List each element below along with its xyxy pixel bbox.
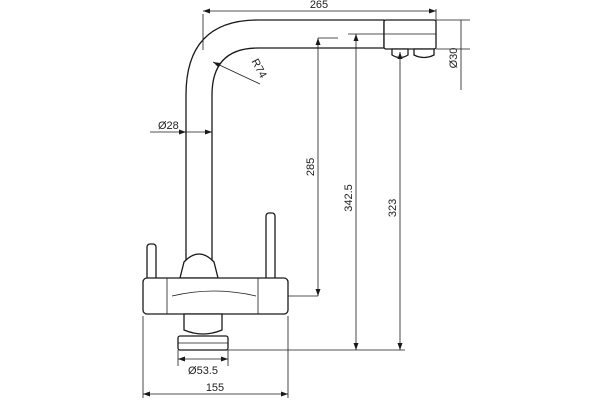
faucet-body xyxy=(142,277,289,315)
label-tube-diameter: Ø28 xyxy=(158,120,179,132)
label-base-diameter: Ø53.5 xyxy=(188,365,218,377)
dimension-lines xyxy=(142,8,470,398)
swivel-collar xyxy=(179,253,219,279)
label-reach: 265 xyxy=(310,0,328,11)
label-body-width: 155 xyxy=(206,382,224,394)
label-outlet-height: 285 xyxy=(305,158,317,176)
aerator-right xyxy=(413,48,435,59)
left-lever xyxy=(146,243,157,281)
label-spout-height: 323 xyxy=(387,199,399,217)
label-total-height: 342.5 xyxy=(343,184,355,212)
base-neck xyxy=(183,313,223,335)
label-spout-tip-diameter: Ø30 xyxy=(448,48,460,69)
spout-tube xyxy=(185,19,385,263)
spout-head xyxy=(383,19,437,50)
faucet-outline xyxy=(142,19,437,351)
right-lever xyxy=(265,212,276,281)
label-bend-radius: R74 xyxy=(249,57,269,80)
